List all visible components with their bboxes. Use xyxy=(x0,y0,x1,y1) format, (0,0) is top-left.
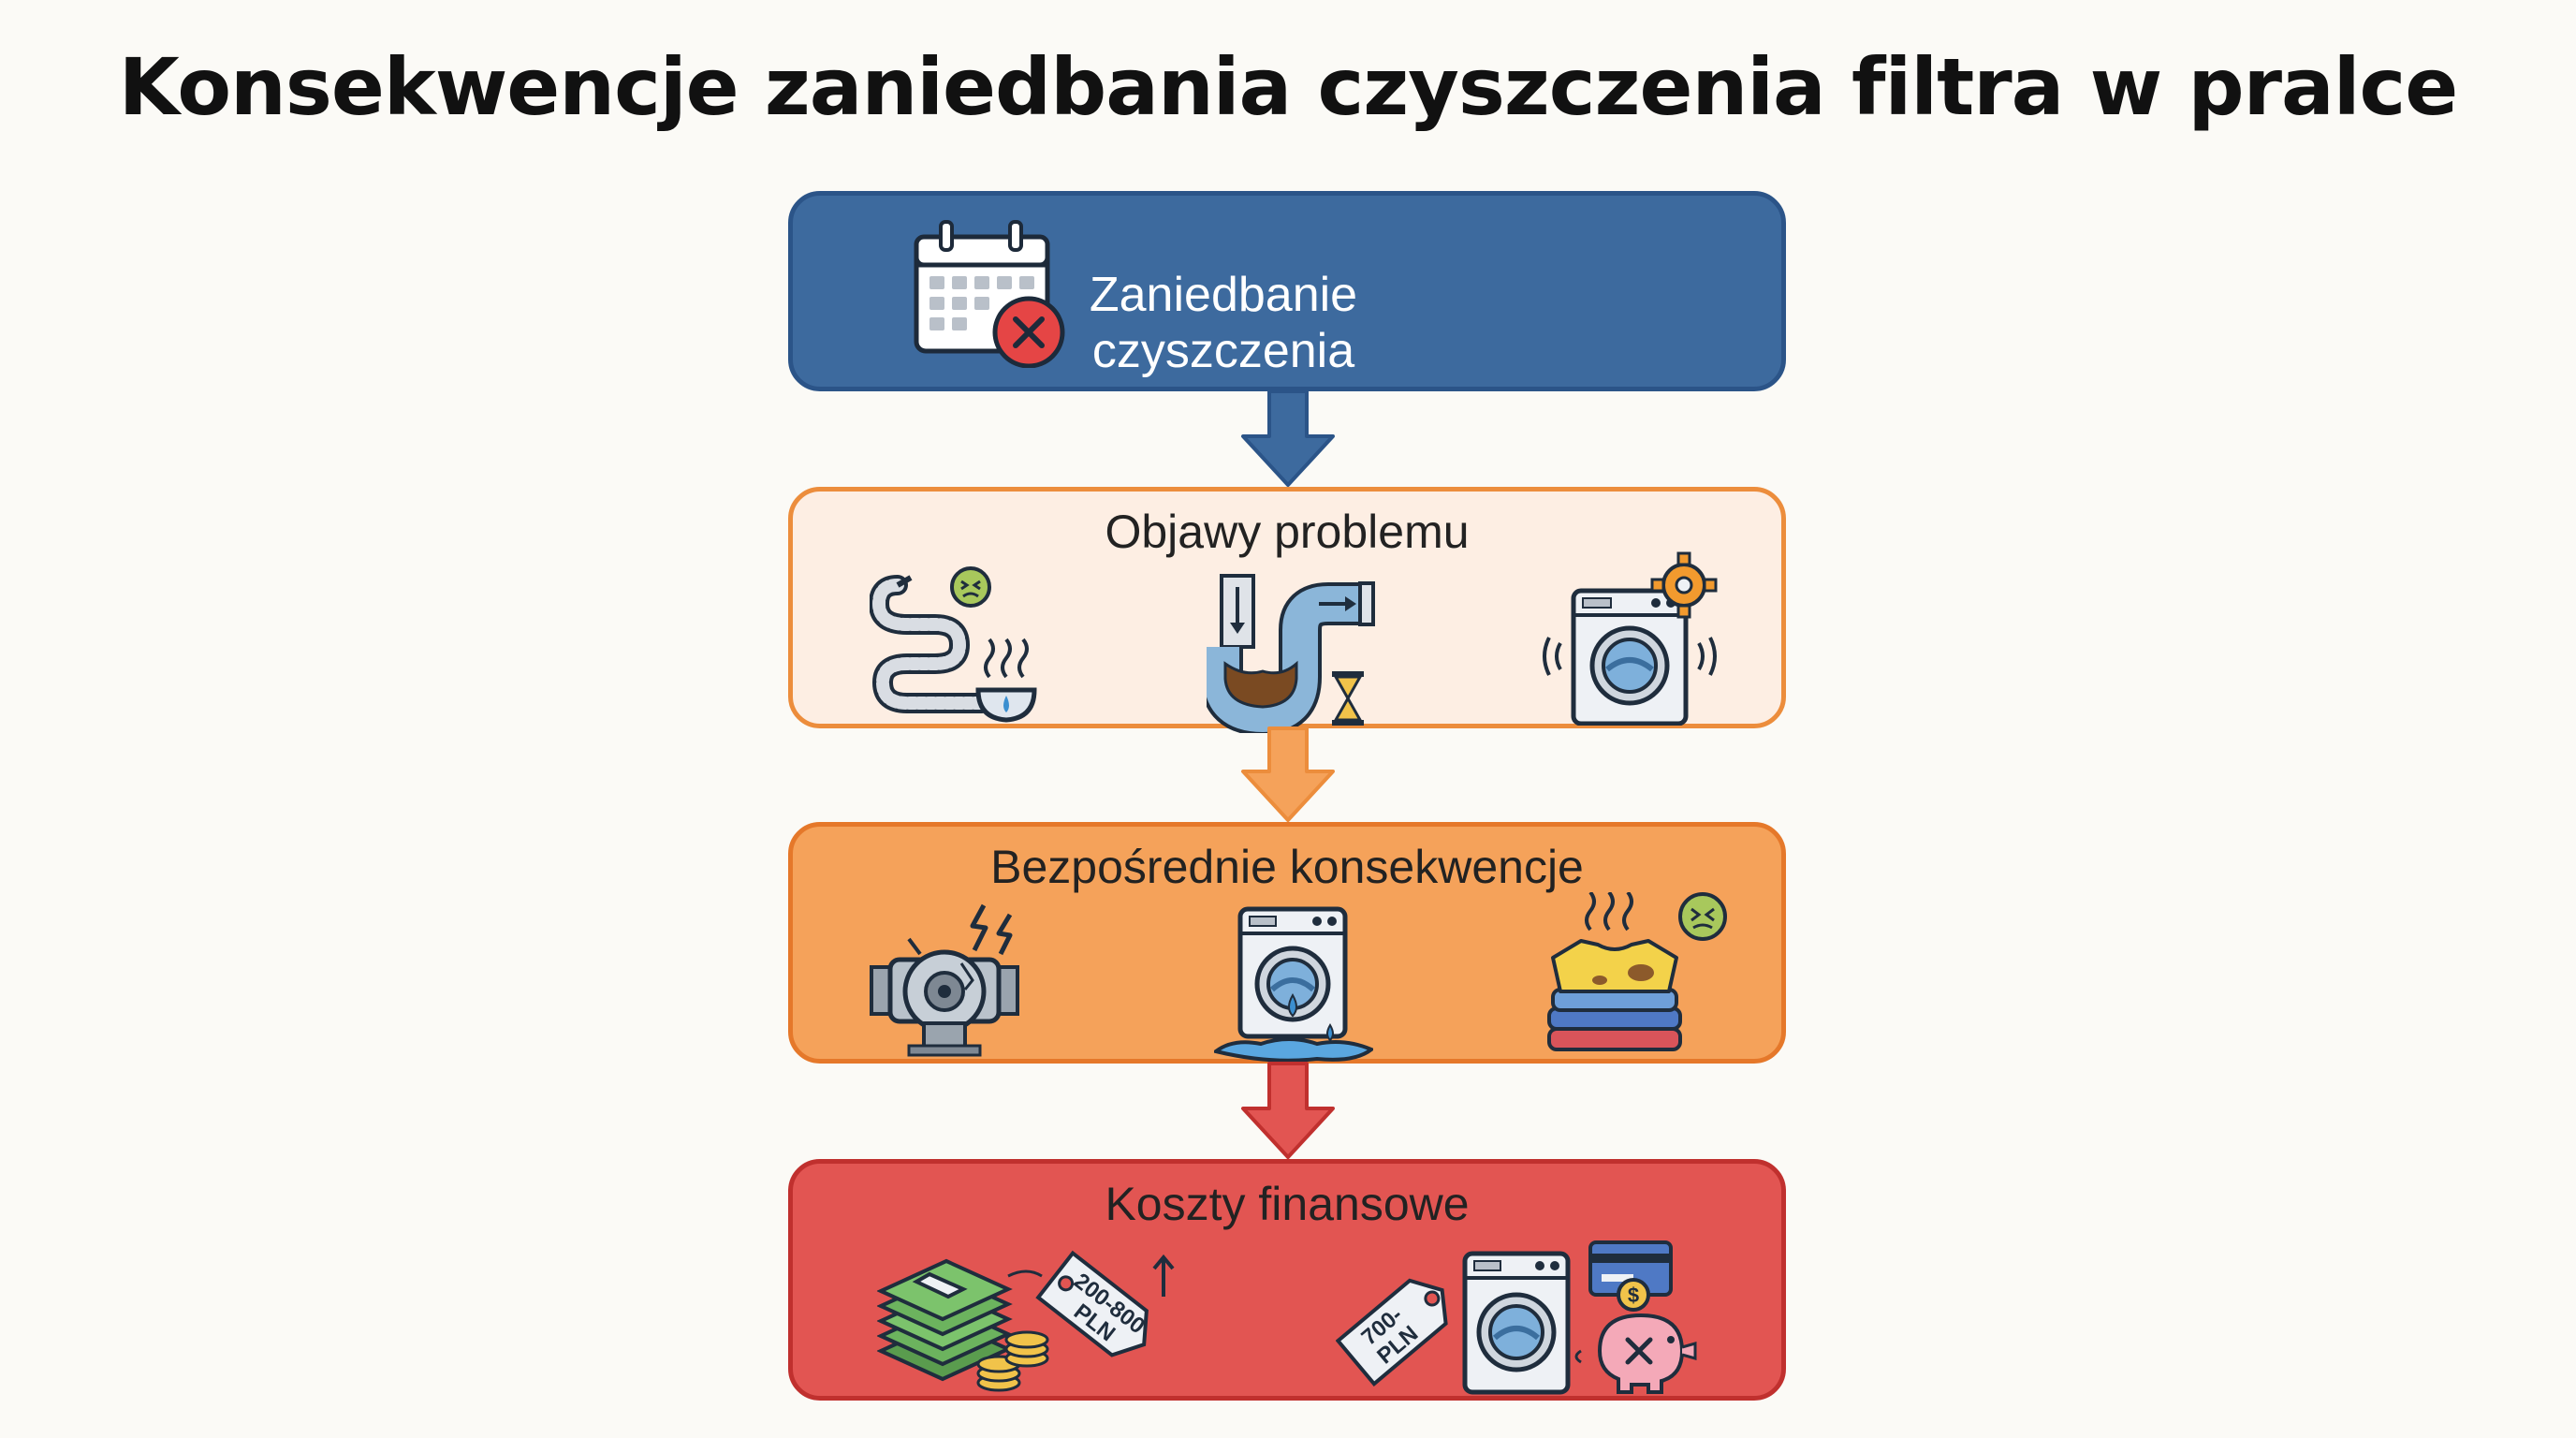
smelly-clothes-icon xyxy=(1547,892,1727,1051)
stage-financial-costs: Koszty finansowe 200-800 PLN xyxy=(788,1159,1786,1401)
svg-text:$: $ xyxy=(1628,1284,1639,1307)
arrow-down-icon xyxy=(1241,1062,1335,1159)
calendar-x-icon xyxy=(914,220,1065,368)
clogged-drain-pipe-icon xyxy=(1207,574,1375,733)
new-washer-cost-icon: 700- PLN $ xyxy=(1336,1240,1697,1395)
money-repair-cost-icon: 200-800 PLN xyxy=(877,1250,1175,1392)
stage-label: Objawy problemu xyxy=(1105,506,1470,558)
stage-label: Zaniedbanie czyszczenia xyxy=(1089,268,1358,378)
noisy-washing-machine-icon xyxy=(1543,551,1718,726)
smelly-hose-icon xyxy=(870,566,1037,723)
arrow-down-icon xyxy=(1241,389,1335,487)
stage-label: Koszty finansowe xyxy=(1105,1178,1470,1230)
leaking-washing-machine-icon xyxy=(1214,906,1373,1063)
damaged-pump-icon xyxy=(870,903,1019,1057)
stage-label: Bezpośrednie konsekwencje xyxy=(990,841,1584,893)
stage-neglect: Zaniedbanie czyszczenia xyxy=(788,191,1786,391)
stage-direct-consequences: Bezpośrednie konsekwencje xyxy=(788,822,1786,1064)
stage-symptoms: Objawy problemu xyxy=(788,487,1786,733)
page-title: Konsekwencje zaniedbania czyszczenia fil… xyxy=(118,41,2459,133)
arrow-down-icon xyxy=(1241,726,1335,822)
